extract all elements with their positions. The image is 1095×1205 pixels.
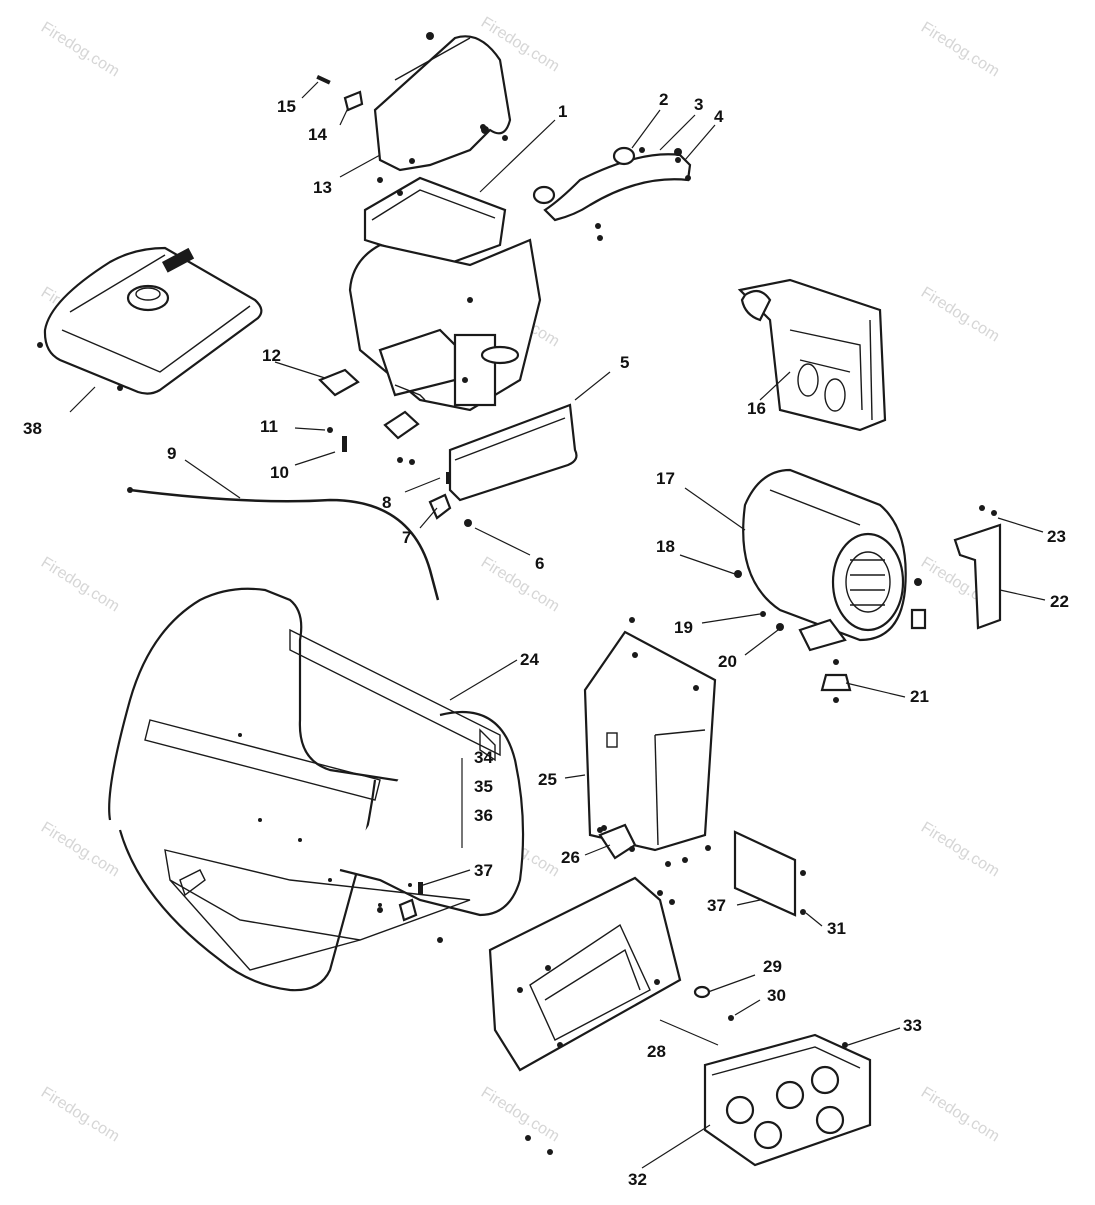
panel-bracket[interactable] [598,823,637,860]
callout-20: 20 [718,652,737,671]
callout-21: 21 [910,687,929,706]
receptacle-panel[interactable] [703,1033,872,1167]
callout-3: 3 [694,95,703,114]
engine[interactable] [348,176,542,412]
callout-11: 11 [260,417,278,436]
callout-2: 2 [659,90,668,109]
callout-4: 4 [714,107,724,126]
callout-37-cover: 37 [707,896,726,915]
callout-8: 8 [382,493,391,512]
fuel-line-end [127,487,133,493]
callout-29: 29 [763,957,782,976]
callout-37-frame: 37 [474,861,493,880]
mount-isolator[interactable] [820,659,852,703]
watermark-text: Firedog.com [918,819,1002,881]
bottom-hardware [377,882,734,1155]
callout-7: 7 [402,528,411,547]
callout-22: 22 [1050,592,1069,611]
callout-38: 38 [23,419,42,438]
fuel-tank[interactable] [37,246,263,395]
callout-6: 6 [535,554,544,573]
fuel-line[interactable] [129,488,440,601]
watermark-text: Firedog.com [478,1084,562,1146]
small-hardware [629,570,784,631]
watermark-text: Firedog.com [38,1084,122,1146]
watermark-text: Firedog.com [38,554,122,616]
callout-10: 10 [270,463,289,482]
callout-31: 31 [827,919,846,938]
watermark-text: Firedog.com [38,19,122,81]
callout-14: 14 [308,125,327,144]
callout-15: 15 [277,97,296,116]
fasteners [316,32,682,527]
callout-5: 5 [620,353,629,372]
callout-9: 9 [167,444,176,463]
watermark-text: Firedog.com [918,284,1002,346]
callout-30: 30 [767,986,786,1005]
callout-26: 26 [561,848,580,867]
muffler[interactable] [737,278,887,432]
callout-1: 1 [558,102,567,121]
control-panel-housing[interactable] [583,630,717,867]
callout-19: 19 [674,618,693,637]
callout-24: 24 [520,650,539,669]
callout-12: 12 [262,346,281,365]
callout-33: 33 [903,1016,922,1035]
watermark-text: Firedog.com [918,19,1002,81]
callout-32: 32 [628,1170,647,1189]
callout-labels: 1 2 3 4 5 6 7 8 9 10 11 12 13 14 15 16 1… [23,90,1069,1189]
callout-18: 18 [656,537,675,556]
callout-28: 28 [647,1042,666,1061]
watermark-text: Firedog.com [918,1084,1002,1146]
callout-23: 23 [1047,527,1066,546]
callout-13: 13 [313,178,332,197]
callout-36: 36 [474,806,493,825]
front-panel[interactable] [488,876,682,1072]
watermark-text: Firedog.com [478,554,562,616]
frame[interactable] [108,587,525,992]
alternator[interactable] [742,468,927,652]
engine-base-plate[interactable] [448,403,578,502]
leader-lines [69,81,1046,1169]
rear-bracket[interactable] [953,505,1002,630]
access-cover[interactable] [733,830,806,917]
exhaust-pipe[interactable] [532,146,692,241]
blower-shroud[interactable] [373,35,512,172]
callout-17: 17 [656,469,675,488]
watermark-text: Firedog.com [38,819,122,881]
callout-25: 25 [538,770,557,789]
callout-34: 34 [474,748,493,767]
callout-16: 16 [747,399,766,418]
callout-35: 35 [474,777,493,796]
